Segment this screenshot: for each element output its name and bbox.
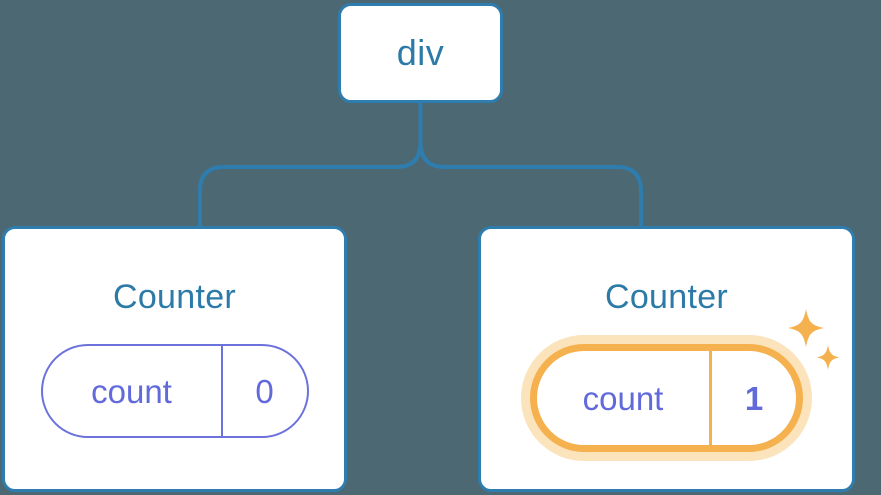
connector-branch-left <box>198 140 423 228</box>
component-title: Counter <box>112 278 237 316</box>
state-pill-highlighted[interactable]: count 1 <box>530 344 803 452</box>
component-card-counter-right[interactable]: Counter count 1 <box>478 226 855 492</box>
state-value-label: 0 <box>255 372 274 410</box>
sparkle-small-icon <box>816 345 840 370</box>
component-title: Counter <box>604 278 729 316</box>
root-node-div[interactable]: div <box>338 3 503 103</box>
state-key-label: count <box>43 346 223 436</box>
state-pill-wrapper: count 0 <box>40 344 309 438</box>
state-value-label: 1 <box>744 379 764 417</box>
connector-branch-right <box>418 140 643 228</box>
state-key-label: count <box>537 351 712 445</box>
sparkle-icon <box>788 309 840 370</box>
component-card-counter-left[interactable]: Counter count 0 <box>2 226 347 492</box>
state-pill[interactable]: count 0 <box>40 344 309 438</box>
sparkle-large-icon <box>788 309 824 347</box>
root-node-label: div <box>396 32 445 73</box>
state-pill-wrapper: count 1 <box>530 309 840 452</box>
